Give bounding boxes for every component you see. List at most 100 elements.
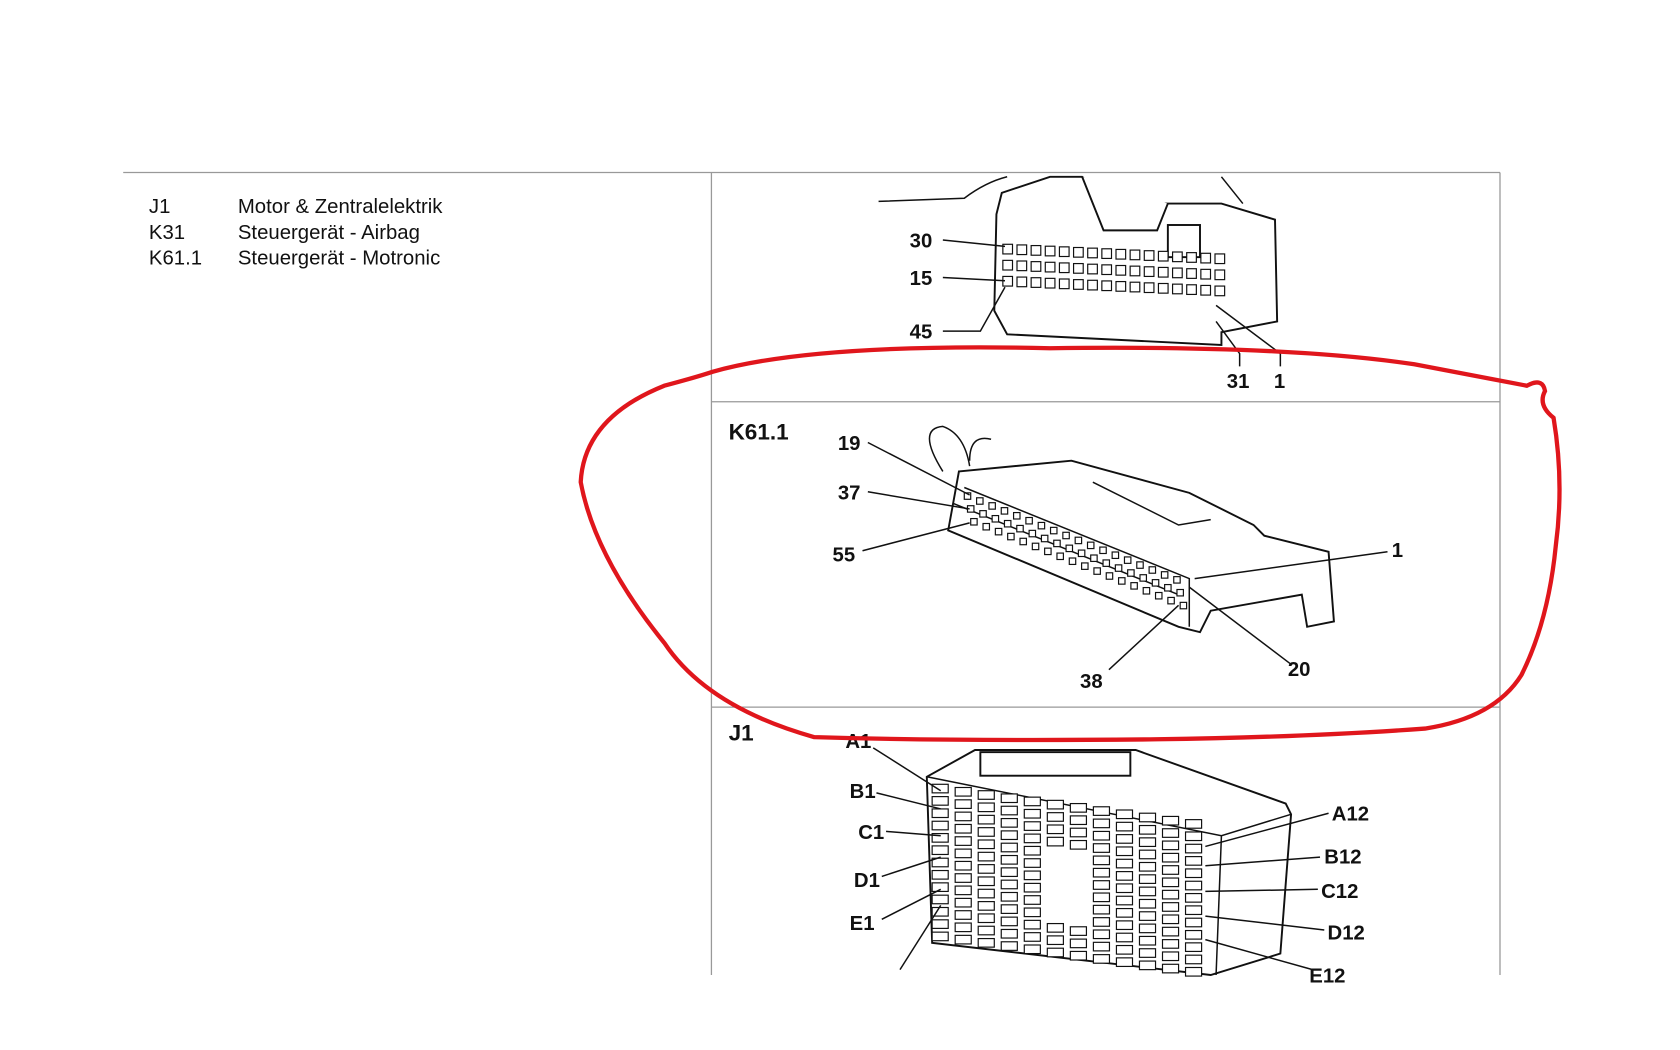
pin-cavity [1046,836,1064,847]
pin-cavity [1023,895,1041,905]
pin-cavity [1025,516,1033,525]
pin-cavity [979,510,987,518]
pin-cavity [1030,261,1042,272]
pin-cavity [954,934,972,945]
pin-label: 1 [1274,371,1285,393]
pin-cavity [1086,541,1095,550]
pin-cavity [1171,251,1183,263]
pin-cavity [1115,907,1134,918]
pin-cavity [1115,821,1134,832]
pin-cavity [1040,534,1049,543]
pin-cavity [1142,586,1151,595]
pin-cavity [1023,858,1041,868]
pin-cavity [1184,831,1203,842]
pin-cavity [954,922,972,933]
pin-cavity [1115,834,1134,844]
pin-cavity [1074,536,1083,545]
pin-cavity [1046,935,1064,946]
pin-cavity [931,931,949,942]
pin-cavity [1105,572,1114,580]
pin-cavity [1214,269,1226,281]
pin-cavity [1087,247,1098,259]
pin-cavity [1092,867,1111,878]
pin-cavity [963,492,972,500]
pin-cavity [1072,279,1084,290]
pin-cavity [931,783,949,794]
pin-cavity [1072,262,1084,274]
pin-cavity [1214,253,1226,265]
pin-cavity [1167,596,1175,605]
pin-cavity [1000,867,1018,878]
pin-cavity [1000,854,1018,865]
pin-cavity [1087,279,1098,291]
pin-cavity [1138,911,1157,921]
pin-label: A1 [845,731,871,753]
pin-cavity [1092,830,1111,841]
pin-label: C1 [858,822,884,844]
pin-label: B12 [1324,847,1361,869]
pin-cavity [1138,960,1157,971]
pin-cavity [954,848,972,859]
pin-cavity [1058,262,1070,274]
pin-cavity [1069,839,1088,850]
pin-cavity [977,827,995,837]
pin-cavity [1062,531,1070,540]
pin-cavity [1003,519,1012,528]
legend-description: Steuergerät - Motronic [238,248,440,270]
pin-cavity [1143,266,1155,278]
pin-cavity [954,823,972,834]
pin-cavity [931,820,949,831]
pin-cavity [1138,923,1157,934]
pin-cavity [1092,855,1111,866]
pin-cavity [994,527,1003,536]
pin-cavity [1023,907,1041,918]
pin-label: 20 [1288,659,1311,681]
pin-cavity [954,836,972,846]
pin-cavity [1115,280,1127,292]
pin-cavity [1173,576,1181,584]
pin-cavity [1044,245,1056,257]
pin-cavity [1023,870,1041,881]
pin-cavity [1072,246,1084,258]
pin-cavity [1138,886,1157,897]
pin-cavity [1099,546,1107,555]
pin-cavity [931,832,949,843]
pin-cavity [954,910,972,920]
pin-cavity [931,845,949,856]
pin-cavity [954,811,972,822]
pin-label: 55 [833,544,856,566]
pin-cavity [1037,521,1046,530]
pin-cavity [1130,582,1138,590]
pin-label: D12 [1328,923,1365,945]
pin-cavity [1186,252,1197,263]
pin-cavity [1000,805,1018,816]
pin-label: 37 [838,482,861,504]
j1-connector: J1 A1 B1 C1 D1 E1 A12 B12 C12 D12 E12 [729,720,1370,987]
k31-connector: 30 15 45 31 1 [878,175,1285,393]
pin-cavity [1184,892,1203,903]
pin-cavity [1092,917,1111,927]
pin-label: E12 [1309,965,1345,987]
pin-cavity [1028,529,1037,538]
pin-cavity [1000,817,1018,828]
pin-cavity [1115,883,1134,894]
pin-cavity [1161,951,1180,962]
pin-cavity [1069,827,1088,838]
pin-cavity [1065,544,1074,553]
connector-title: J1 [729,720,754,745]
legend-code: K31 [149,222,185,244]
pin-label: C12 [1321,881,1358,903]
pin-cavity [1023,932,1041,942]
pin-label: 30 [910,230,933,252]
pin-cavity [931,919,949,929]
pin-cavity [977,937,995,948]
pin-cavity [1030,277,1042,288]
k61-connector: K61.1 19 37 55 1 20 38 [729,419,1404,693]
pin-cavity [1184,843,1203,854]
pin-cavity [1000,928,1018,939]
pin-cavity [1016,276,1028,288]
pin-cavity [977,901,995,911]
pin-cavity [1184,929,1203,940]
pin-cavity [1154,591,1163,600]
pin-cavity [1138,948,1157,958]
